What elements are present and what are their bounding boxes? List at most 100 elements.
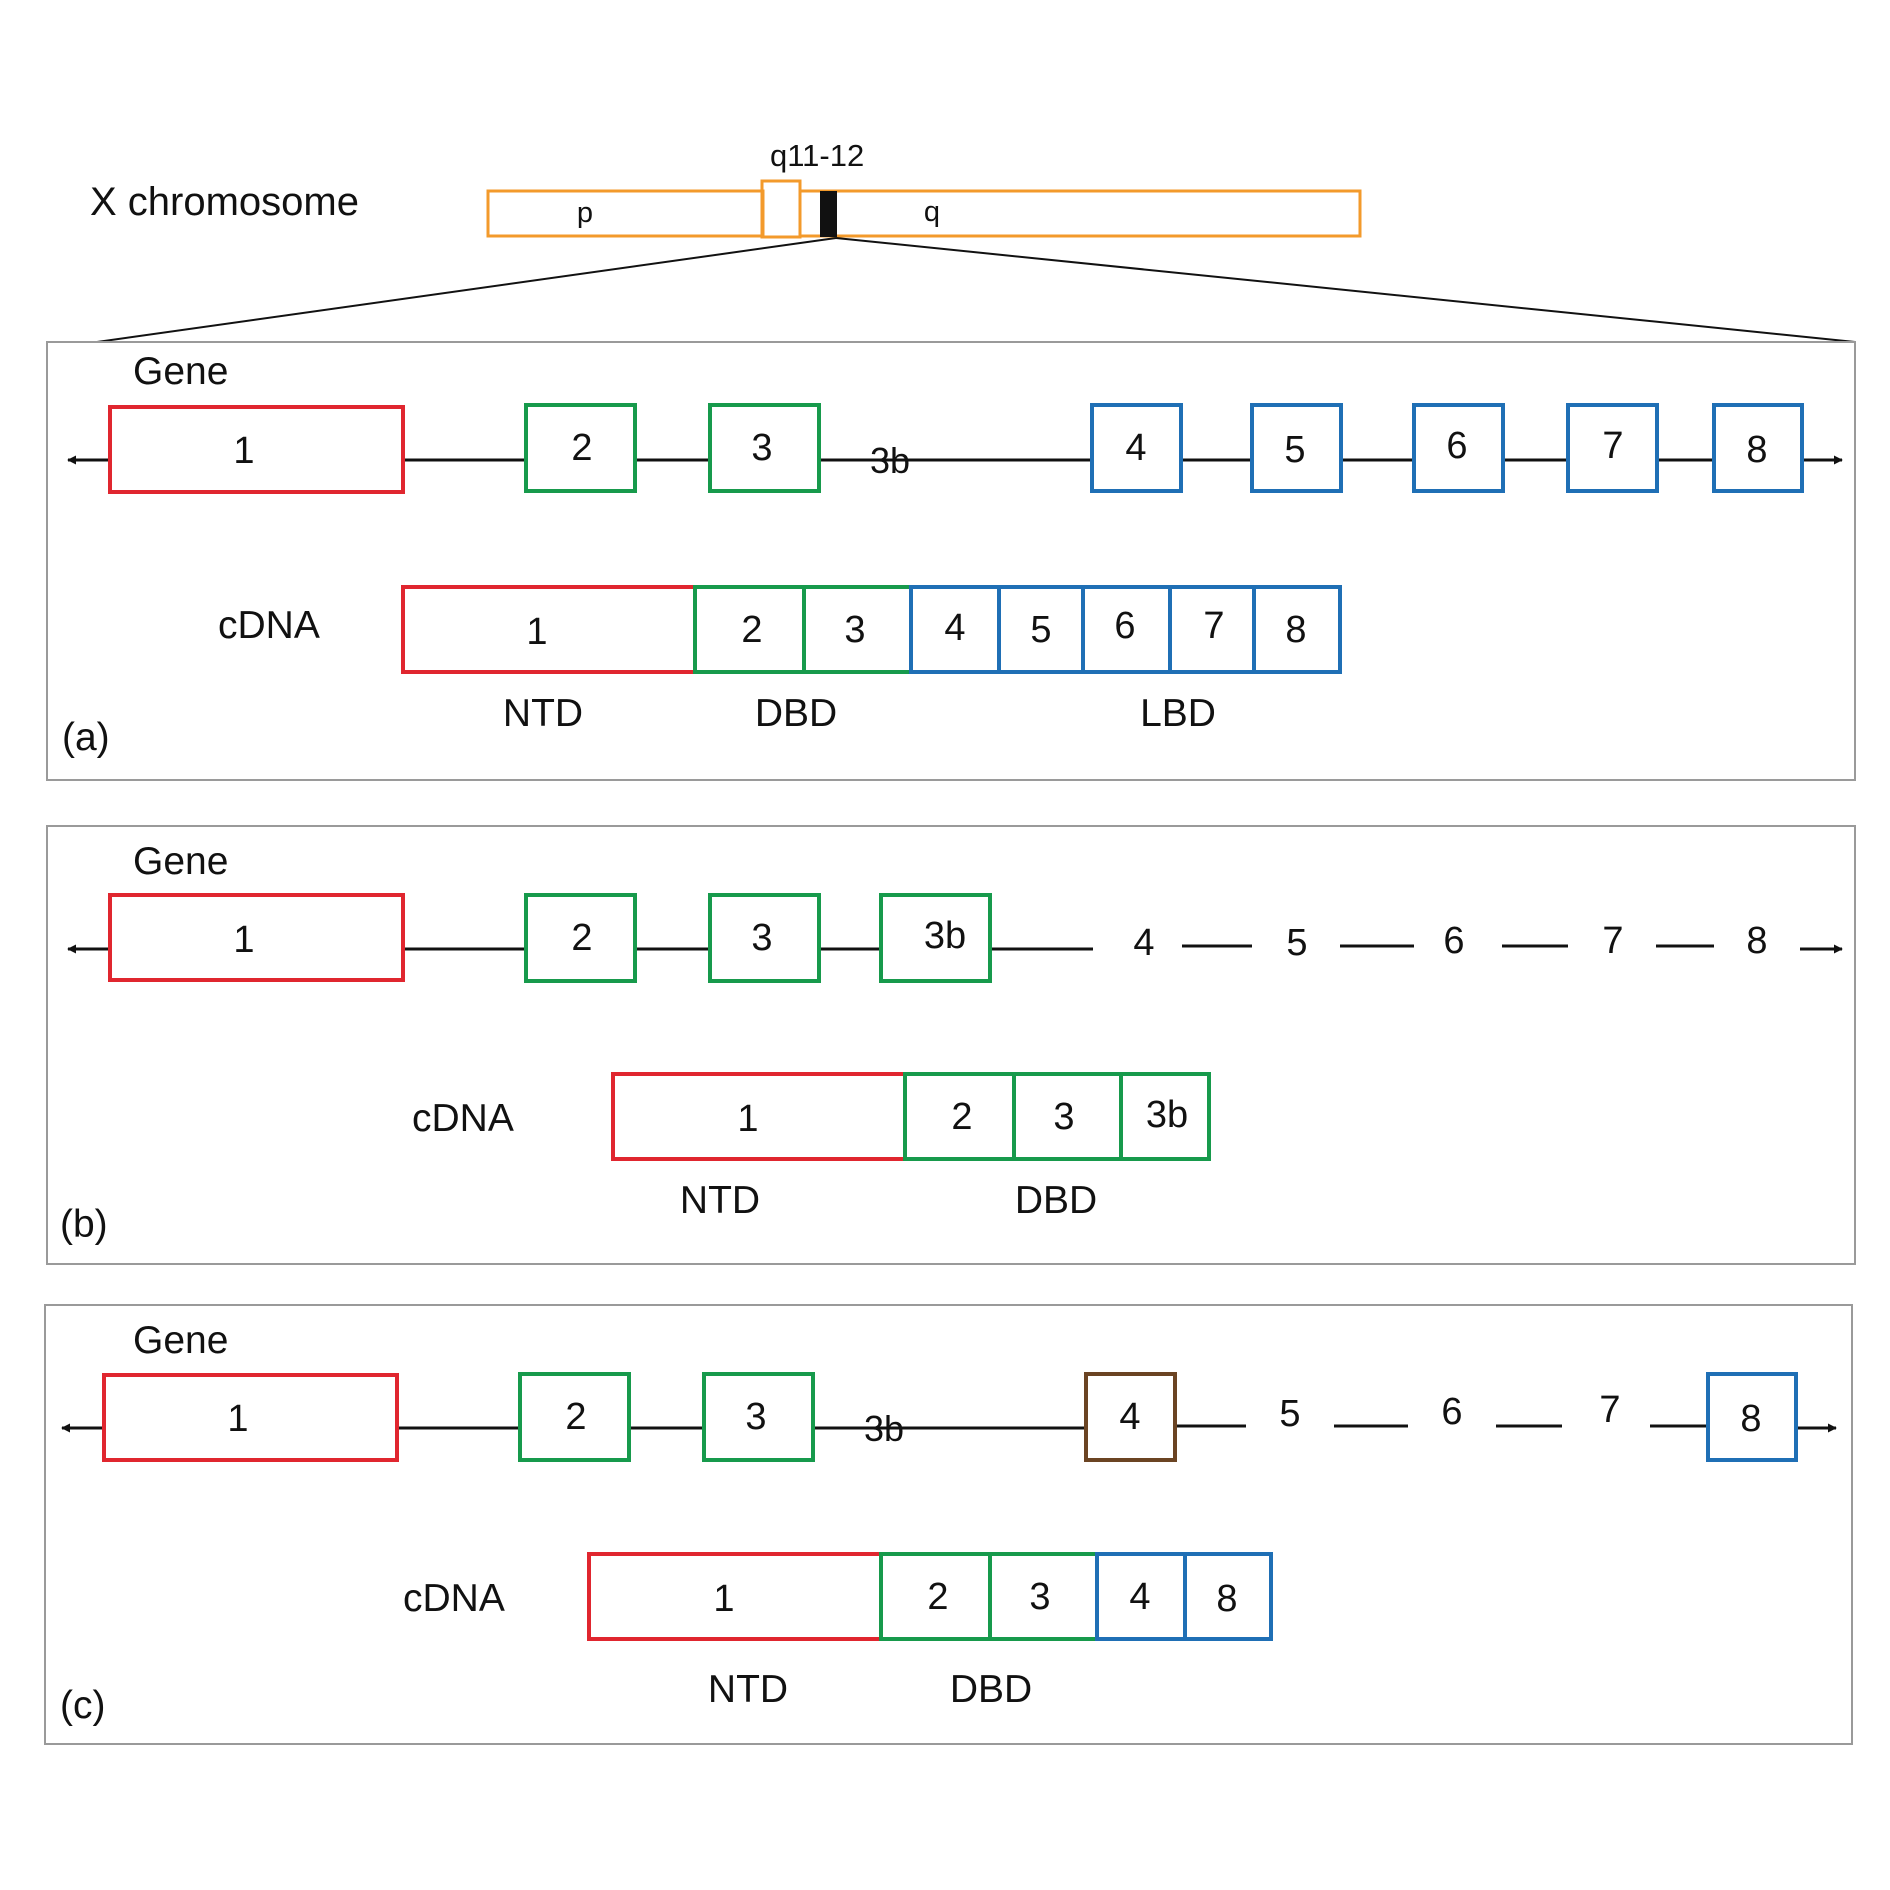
cdna-exon-1-label: 1 (737, 1098, 758, 1140)
cdna-exon-4-label: 4 (944, 607, 965, 649)
cdna-exon-2-label: 2 (927, 1576, 948, 1618)
gene-exon-5-label: 5 (1286, 922, 1307, 964)
gene-exon-5-label: 5 (1284, 429, 1305, 471)
gene-exon-1-label: 1 (233, 430, 254, 472)
p-arm-label: p (577, 197, 593, 229)
gene-exon-2 (524, 893, 637, 983)
gene-exon-3-label: 3 (745, 1396, 766, 1438)
gene-exon-1 (102, 1373, 399, 1462)
gene-exon-2 (518, 1372, 631, 1462)
domain-ntd-label: NTD (503, 692, 583, 735)
gene-exon-6-label: 6 (1443, 920, 1464, 962)
band-label: q11-12 (770, 138, 864, 173)
panel-c: Gene 3b 1 2 3 4 8 5 6 7 cDNA 1 2 3 4 8 (44, 1304, 1853, 1745)
gene-exon-8 (1706, 1372, 1798, 1462)
gene-exon-4-label: 4 (1125, 427, 1146, 469)
gene-exon-7-label: 7 (1602, 920, 1623, 962)
gene-exon-2 (524, 403, 637, 493)
gene-exon-7-label: 7 (1599, 1389, 1620, 1431)
domain-dbd-label: DBD (755, 692, 837, 735)
zoom-line-right (835, 237, 1856, 343)
cdna-exon-1 (587, 1552, 883, 1641)
gene-exon-8 (1712, 403, 1804, 493)
gene-exon-3 (702, 1372, 815, 1462)
gene-exon-1 (108, 893, 405, 982)
gene-exon-1-label: 1 (233, 919, 254, 961)
gene-exon-8-label: 8 (1746, 429, 1767, 471)
gene-exon-5-label: 5 (1279, 1393, 1300, 1435)
cdna-exon-1-label: 1 (526, 611, 547, 653)
gene-exon-3 (708, 893, 821, 983)
panel-border (44, 1304, 1853, 1745)
gene-exon-3b (879, 893, 992, 983)
gene-exon-4-label: 4 (1133, 922, 1154, 964)
gene-exon-3-label: 3 (751, 917, 772, 959)
gene-exon-3b-label: 3b (924, 915, 966, 957)
gene-exon-3-label: 3 (751, 427, 772, 469)
domain-lbd-label: LBD (1140, 692, 1216, 735)
cdna-exon-2-label: 2 (951, 1096, 972, 1138)
domain-ntd-label: NTD (708, 1668, 788, 1711)
gene-exon-1-label: 1 (227, 1398, 248, 1440)
gene-exon-8-label: 8 (1740, 1398, 1761, 1440)
panel-border (46, 341, 1856, 781)
domain-dbd-label: DBD (1015, 1179, 1097, 1222)
cdna-exon-8-label: 8 (1285, 609, 1306, 651)
panel-tag: (a) (62, 716, 110, 759)
chromosome-p-arm (486, 189, 765, 238)
cdna-exon-3-label: 3 (1029, 1576, 1050, 1618)
chromosome-label: X chromosome (90, 180, 359, 224)
zoom-line-left (96, 237, 837, 343)
cdna-label: cDNA (403, 1577, 505, 1620)
panel-b: Gene 1 2 3 3b 4 5 6 7 8 cDNA 1 2 3 3b NT… (46, 825, 1856, 1265)
panel-tag: (c) (60, 1684, 105, 1727)
gene-exon-6-label: 6 (1441, 1391, 1462, 1433)
gene-exon-5 (1250, 403, 1343, 493)
chromosome-centromere (760, 179, 802, 239)
gene-exon-4-label: 4 (1119, 1396, 1140, 1438)
intron-3b-label: 3b (864, 1408, 904, 1449)
cdna-label: cDNA (412, 1097, 514, 1140)
cdna-exon-3-label: 3 (1053, 1096, 1074, 1138)
gene-exon-2-label: 2 (571, 427, 592, 469)
gene-exon-2-label: 2 (565, 1396, 586, 1438)
gene-exon-1 (108, 405, 405, 494)
domain-dbd-label: DBD (950, 1668, 1032, 1711)
cdna-exon-3b (1119, 1072, 1211, 1161)
cdna-exon-1 (611, 1072, 907, 1161)
panel-tag: (b) (60, 1203, 108, 1246)
cdna-exon-8-label: 8 (1216, 1578, 1237, 1620)
gene-exon-7 (1566, 403, 1659, 493)
cdna-exon-7-label: 7 (1203, 605, 1224, 647)
chromosome-q-arm (798, 189, 1362, 238)
cdna-exon-4-label: 4 (1129, 1576, 1150, 1618)
cdna-exon-1-label: 1 (713, 1578, 734, 1620)
cdna-exon-2-label: 2 (741, 609, 762, 651)
cdna-label: cDNA (218, 604, 320, 647)
gene-exon-3 (708, 403, 821, 493)
gene-label: Gene (133, 350, 228, 393)
intron-3b-label: 3b (870, 440, 910, 481)
panel-border (46, 825, 1856, 1265)
chromosome-section: X chromosome q11-12 p q (90, 138, 1856, 343)
cdna-exon-1 (401, 585, 697, 674)
cdna-exon-3-label: 3 (844, 609, 865, 651)
gene-exon-8-label: 8 (1746, 920, 1767, 962)
panel-a: Gene 3b 1 2 3 4 5 6 7 8 cDNA 1 2 (46, 341, 1856, 781)
gene-exon-4-variant (1084, 1372, 1177, 1462)
cdna-exon-6-label: 6 (1114, 605, 1135, 647)
gene-exon-4 (1090, 403, 1183, 493)
gene-label: Gene (133, 1319, 228, 1362)
cdna-exon-3b-label: 3b (1146, 1094, 1188, 1136)
cdna-exon-8 (1183, 1552, 1273, 1641)
gene-exon-7-label: 7 (1602, 425, 1623, 467)
gene-exon-6 (1412, 403, 1505, 493)
domain-ntd-label: NTD (680, 1179, 760, 1222)
cdna-exon-8 (1252, 585, 1342, 674)
gene-label: Gene (133, 840, 228, 883)
cdna-exon-5-label: 5 (1030, 609, 1051, 651)
gene-exon-6-label: 6 (1446, 425, 1467, 467)
ar-locus-band (820, 191, 837, 237)
